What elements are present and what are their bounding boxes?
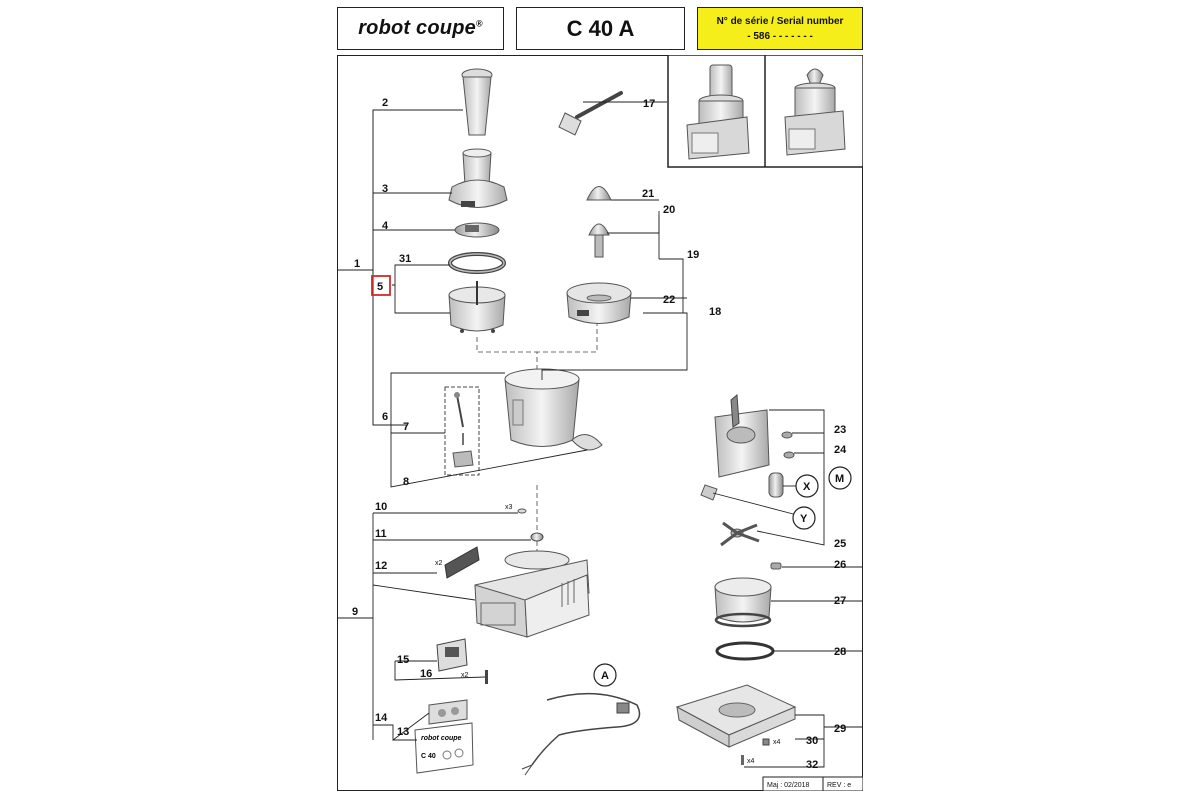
part-3-lid — [448, 148, 508, 208]
part-27-motor-housing — [714, 577, 772, 628]
callout-26: 26 — [834, 559, 846, 571]
callout-6: 6 — [382, 411, 388, 423]
callout-5: 5 — [377, 281, 383, 293]
callout-27: 27 — [834, 595, 846, 607]
part-30-32-screws — [741, 738, 770, 765]
serial-label: N° de série / Serial number — [716, 15, 844, 27]
callout-11: 11 — [375, 528, 387, 540]
callout-25: 25 — [834, 538, 846, 550]
exploded-parts-diagram: robot coupe C 40 — [337, 55, 863, 791]
highlight-box-5 — [371, 275, 391, 296]
part-7-lever-set — [444, 386, 480, 476]
callout-7: 7 — [403, 421, 409, 433]
part-8-handle — [571, 434, 603, 451]
part-5-basket — [448, 281, 506, 333]
callout-19: 19 — [687, 249, 699, 261]
part-20-cone-small — [588, 223, 610, 258]
qty-12: x2 — [435, 560, 443, 567]
callout-30: 30 — [806, 735, 818, 747]
footer-revision: REV : e — [827, 782, 851, 789]
callout-10: 10 — [375, 501, 387, 513]
panel-model: C 40 — [421, 753, 436, 760]
motor-icon — [714, 393, 770, 478]
panel-brand: robot coupe — [421, 735, 462, 742]
part-23-24-bearings — [781, 431, 795, 459]
callout-8: 8 — [403, 476, 409, 488]
part-4-disc — [454, 222, 500, 238]
part-21-cone-large — [586, 186, 612, 201]
callout-m: M — [835, 473, 844, 485]
part-26-clip — [770, 562, 782, 570]
model-title: C 40 A — [516, 7, 685, 50]
part-9-base — [474, 550, 590, 638]
part-22-bowl — [566, 282, 632, 324]
callout-1: 1 — [354, 258, 360, 270]
callout-17: 17 — [643, 98, 655, 110]
callout-2: 2 — [382, 97, 388, 109]
qty-30: x4 — [773, 739, 781, 746]
leader-lines — [337, 101, 863, 768]
part-15-switch — [436, 638, 468, 672]
part-17-spatula-icon — [558, 91, 623, 136]
machine-with-feeder-icon — [686, 64, 750, 160]
callout-21: 21 — [642, 188, 654, 200]
qty-10: x3 — [505, 504, 513, 511]
brand-logo: robot coupe® — [358, 17, 483, 39]
power-cord-icon — [521, 692, 641, 776]
serial-value: - 586 - - - - - - - — [747, 30, 813, 42]
part-16-pins — [485, 670, 488, 684]
part-28-seal — [715, 641, 775, 661]
machine-with-juicer-icon — [784, 68, 846, 156]
callout-14: 14 — [375, 712, 388, 724]
callout-13: 13 — [397, 726, 409, 738]
qty-16: x2 — [461, 672, 469, 679]
part-31-ring — [448, 252, 506, 274]
qty-32: x4 — [747, 758, 755, 765]
callout-12: 12 — [375, 560, 387, 572]
callout-29: 29 — [834, 723, 846, 735]
fan-icon — [720, 521, 760, 547]
machine-thumbnails — [667, 55, 863, 168]
callout-23: 23 — [834, 424, 846, 436]
revision-footer: Maj : 02/2018 REV : e — [762, 776, 863, 791]
part-12-grille — [444, 546, 480, 579]
part-y-thermal — [700, 484, 718, 501]
callout-24: 24 — [834, 444, 847, 456]
footer-updated: Maj : 02/2018 — [767, 782, 810, 789]
part-29-base-plate — [675, 684, 797, 748]
part-6-bowl — [504, 368, 580, 447]
part-2-pusher — [461, 68, 493, 136]
part-x-capacitor — [768, 472, 784, 498]
serial-number-box: N° de série / Serial number - 586 - - - … — [697, 7, 863, 50]
callout-9: 9 — [352, 606, 358, 618]
brand-logo-box: robot coupe® — [337, 7, 504, 50]
callout-16: 16 — [420, 668, 432, 680]
callout-31: 31 — [399, 253, 411, 265]
callout-y: Y — [800, 513, 808, 525]
callout-18: 18 — [709, 306, 721, 318]
callout-3: 3 — [382, 183, 388, 195]
callout-x: X — [803, 481, 811, 493]
callout-22: 22 — [663, 294, 675, 306]
callout-4: 4 — [382, 220, 389, 232]
part-10-11-fasteners — [517, 508, 544, 542]
callout-15: 15 — [397, 654, 409, 666]
callout-28: 28 — [834, 646, 846, 658]
callout-a: A — [601, 670, 609, 682]
part-13-14-control-panel: robot coupe C 40 — [414, 699, 474, 774]
callout-20: 20 — [663, 204, 675, 216]
callout-32: 32 — [806, 759, 818, 771]
